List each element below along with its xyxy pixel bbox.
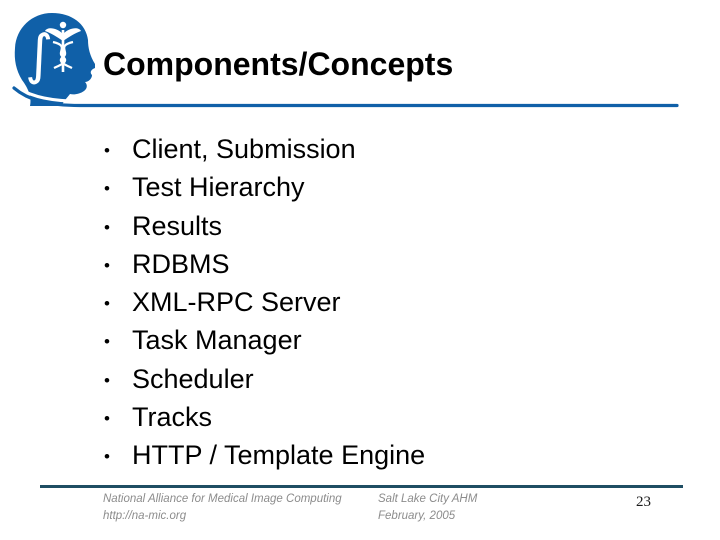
bullet-marker: • (104, 255, 110, 275)
bullet-text: Scheduler (132, 363, 254, 394)
bullet-item: • HTTP / Template Engine (104, 437, 425, 475)
neck-swoosh (8, 81, 72, 103)
bullet-marker: • (104, 447, 110, 467)
integral-icon: ∫ (25, 23, 53, 86)
bullet-item: • Client, Submission (104, 131, 425, 169)
bullet-marker: • (104, 179, 110, 199)
bullet-item: • XML-RPC Server (104, 284, 425, 322)
na-mic-head-logo-icon (14, 13, 95, 106)
bullet-text: HTTP / Template Engine (132, 440, 426, 471)
footer-org-name: National Alliance for Medical Image Comp… (103, 493, 342, 505)
bullet-marker: • (104, 294, 110, 314)
footer-rule (40, 485, 683, 488)
bullet-text: RDBMS (132, 248, 230, 279)
bullet-marker: • (104, 409, 110, 429)
bullet-item: • Results (104, 208, 425, 246)
bullet-marker: • (104, 370, 110, 390)
header-art: ∫ (8, 13, 679, 108)
title-underline (12, 86, 679, 108)
bullet-text: Client, Submission (132, 134, 356, 164)
footer-venue-name: Salt Lake City AHM (378, 493, 478, 505)
footer-venue-date: February, 2005 (378, 510, 456, 522)
footer-venue: Salt Lake City AHM February, 2005 (378, 491, 477, 525)
bullet-text: XML-RPC Server (132, 287, 341, 318)
footer-org-url: http://na-mic.org (103, 510, 187, 522)
bullet-marker: • (104, 332, 110, 352)
bullet-list: • Client, Submission • Test Hierarchy • Res… (104, 131, 425, 476)
bullet-item: • RDBMS (104, 246, 425, 284)
footer-org: National Alliance for Medical Image Comp… (103, 491, 342, 525)
bullet-text: Test Hierarchy (132, 172, 305, 203)
caduceus-icon (45, 21, 81, 72)
bullet-text: Results (132, 210, 223, 241)
bullet-item: • Test Hierarchy (104, 169, 425, 207)
bullet-marker: • (104, 217, 110, 237)
bullet-item: • Tracks (104, 399, 425, 437)
bullet-marker: • (104, 141, 110, 160)
page-number: 23 (636, 494, 651, 510)
bullet-text: Task Manager (132, 325, 302, 356)
bullet-item: • Scheduler (104, 361, 425, 399)
bullet-item: • Task Manager (104, 322, 425, 360)
slide-title: Components/Concepts (103, 46, 454, 82)
bullet-text: Tracks (132, 402, 212, 433)
